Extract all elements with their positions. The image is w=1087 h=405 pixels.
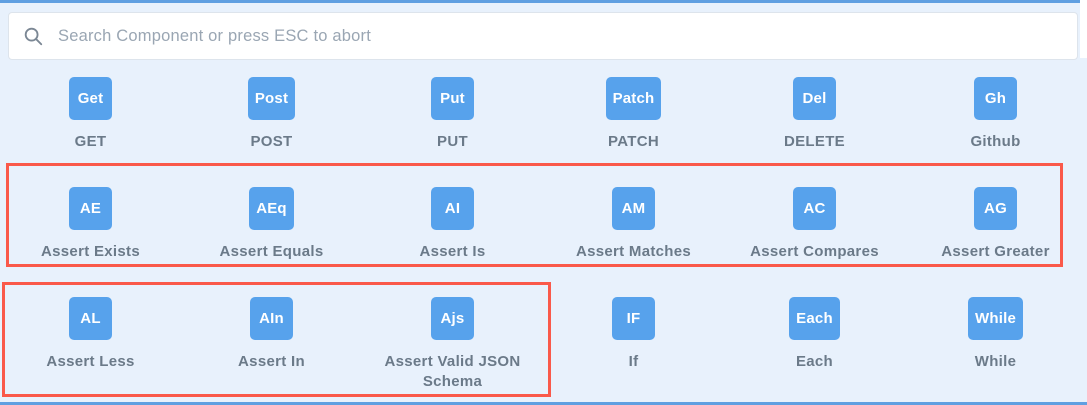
component-item-assert-matches[interactable]: AM Assert Matches — [543, 171, 724, 281]
component-item-each[interactable]: Each Each — [724, 281, 905, 403]
component-label: Assert Is — [419, 243, 486, 260]
component-item-assert-valid-json-schema[interactable]: Ajs Assert Valid JSON Schema — [362, 281, 543, 403]
component-badge: AC — [793, 187, 836, 230]
component-badge: IF — [612, 297, 655, 340]
component-label: Each — [795, 353, 834, 370]
right-edge-notch — [1080, 0, 1087, 58]
component-label: POST — [250, 133, 293, 150]
component-badge: Get — [69, 77, 112, 120]
component-label: PUT — [437, 133, 468, 150]
component-badge: AG — [974, 187, 1017, 230]
component-label: While — [974, 353, 1017, 370]
component-label: GET — [74, 133, 107, 150]
component-badge: While — [968, 297, 1023, 340]
component-item-assert-compares[interactable]: AC Assert Compares — [724, 171, 905, 281]
component-label: If — [628, 353, 639, 370]
component-item-assert-greater[interactable]: AG Assert Greater — [905, 171, 1086, 281]
component-badge: Gh — [974, 77, 1017, 120]
component-item-assert-in[interactable]: AIn Assert In — [181, 281, 362, 403]
search-icon — [24, 27, 43, 46]
component-badge: Ajs — [431, 297, 474, 340]
component-item-assert-exists[interactable]: AE Assert Exists — [0, 171, 181, 281]
component-label: Github — [970, 133, 1021, 150]
component-item-if[interactable]: IF If — [543, 281, 724, 403]
component-label: Assert Matches — [575, 243, 692, 260]
component-label: Assert Compares — [750, 243, 879, 260]
component-label: PATCH — [608, 133, 659, 150]
component-badge: Each — [789, 297, 840, 340]
component-badge: Post — [247, 77, 296, 120]
component-item-post[interactable]: Post POST — [181, 61, 362, 171]
component-label: Assert In — [238, 353, 305, 370]
component-badge: AE — [69, 187, 112, 230]
component-grid: Get GET Post POST Put PUT Patch PATCH De… — [0, 61, 1086, 403]
component-item-github[interactable]: Gh Github — [905, 61, 1086, 171]
component-item-while[interactable]: While While — [905, 281, 1086, 403]
search-bar — [8, 12, 1078, 60]
component-badge: AL — [69, 297, 112, 340]
component-badge: AI — [431, 187, 474, 230]
component-label: Assert Greater — [941, 243, 1050, 260]
component-item-assert-less[interactable]: AL Assert Less — [0, 281, 181, 403]
component-badge: Put — [431, 77, 474, 120]
component-badge: Patch — [605, 77, 662, 120]
search-input[interactable] — [58, 26, 1077, 46]
component-item-assert-is[interactable]: AI Assert Is — [362, 171, 543, 281]
component-label: Assert Equals — [219, 243, 324, 260]
component-badge: Del — [793, 77, 836, 120]
component-badge: AM — [612, 187, 655, 230]
component-badge: AIn — [250, 297, 293, 340]
component-item-delete[interactable]: Del DELETE — [724, 61, 905, 171]
component-item-patch[interactable]: Patch PATCH — [543, 61, 724, 171]
component-label: DELETE — [784, 133, 845, 150]
component-label: Assert Valid JSON Schema — [384, 353, 521, 390]
component-label: Assert Less — [46, 353, 135, 370]
component-badge: AEq — [249, 187, 294, 230]
component-item-put[interactable]: Put PUT — [362, 61, 543, 171]
component-item-get[interactable]: Get GET — [0, 61, 181, 171]
component-label: Assert Exists — [41, 243, 140, 260]
component-item-assert-equals[interactable]: AEq Assert Equals — [181, 171, 362, 281]
